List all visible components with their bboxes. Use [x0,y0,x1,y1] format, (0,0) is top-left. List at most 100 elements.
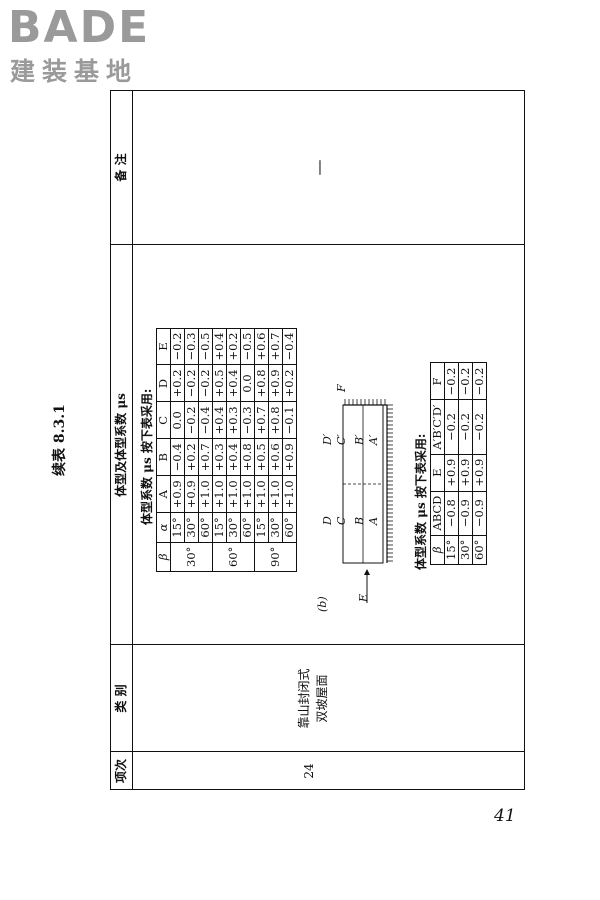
label-b: B [353,516,366,525]
table1-cell: −0.2 [184,364,199,402]
table1-cell: +0.4 [226,364,241,402]
label-a-prime: A′ [367,434,380,445]
header-remarks: 备 注 [114,153,128,182]
table2-cell: 15° [444,535,459,565]
table1-col-alpha: α [156,512,171,543]
table1-cell: −0.1 [282,401,297,439]
table1-cell: +0.3 [226,401,241,439]
table1-cell: 0.0 [240,364,255,402]
table2-header-row: β ABCD E A′B′C′D′ F [430,363,445,565]
table1-cell: +0.2 [226,328,241,365]
table1-col-c: C [156,401,171,439]
table1-col-beta: β [156,542,171,572]
table2-cell: −0.9 [472,491,487,536]
roof-plan-diagram [342,399,393,603]
table1-cell: +0.8 [240,438,255,476]
table1-cell: +0.9 [268,364,283,402]
table2-col-f: F [430,363,445,400]
row-remarks: — [309,159,328,176]
table1-cell: +0.3 [212,438,227,476]
table2-col-abcd: ABCD [430,491,445,536]
header-divider [132,90,133,790]
table2-col-beta: β [430,535,445,565]
table1-cell: +0.6 [268,438,283,476]
table1-cell: +0.7 [198,438,213,476]
table1-cell: −0.4 [170,438,185,476]
label-a: A [367,517,380,525]
table1-cell: −0.2 [198,364,213,402]
table1-cell: −0.2 [170,328,185,365]
rotated-table-page: 续表 8.3.1 项次 类 别 体型及体型系数 μs 备 注 24 靠山封闭式 … [52,90,525,790]
table2-row: 60°−0.9+0.9−0.2−0.2 [472,363,487,565]
table-caption: 续表 8.3.1 [52,404,68,476]
table1-row: 30°+0.9+0.2−0.2−0.2−0.3 [184,328,199,571]
table2-row: 30°−0.9+0.9−0.2−0.2 [458,363,473,565]
label-f: F [335,384,348,392]
label-e: E [357,593,370,602]
label-b-prime: B′ [353,434,366,445]
table1-cell: −0.3 [240,401,255,439]
table2-cell: −0.2 [472,399,487,455]
table1-header-row: β α A B C D E [156,328,171,572]
table1-cell: +0.4 [212,401,227,439]
table1-cell: 60° [240,512,255,543]
logo-subtitle: 建装基地 [10,57,139,86]
table1-col-b: B [156,438,171,476]
table2-row: 15°−0.8+0.9−0.2−0.2 [444,363,459,565]
table1-cell: +0.4 [226,438,241,476]
table1-beta-cell: 30° [170,542,213,572]
table2-cell: −0.9 [458,491,473,536]
table1-row: 30°+1.0+0.6+0.8+0.9+0.7 [268,328,283,571]
table1-row: 90°15°+1.0+0.5+0.7+0.8+0.6 [254,328,297,572]
table1-row: 60°+1.0+0.7−0.4−0.2−0.5 [198,328,213,571]
logo: BADE 建装基地 [8,6,178,90]
table1-cell: +0.4 [212,328,227,365]
table1-row: 30°+1.0+0.4+0.3+0.4+0.2 [226,328,241,571]
label-d: D [321,516,334,525]
wind-arrow-head [364,569,370,575]
table2-cell: 60° [472,535,487,565]
table1-cell: 15° [212,512,227,543]
table2-cell: 30° [458,535,473,565]
table1-cell: 0.0 [170,401,185,439]
hill-hatching [344,399,386,405]
table1-cell: +1.0 [254,475,269,513]
label-d-prime: D′ [321,433,334,445]
table2-col-e: E [430,454,445,492]
table1-cell: 15° [254,512,269,543]
logo-wordmark: BADE [8,2,151,53]
table1-cell: +0.5 [212,364,227,402]
table1-cell: 30° [226,512,241,543]
table1-title: 体型系数 μs 按下表采用: [140,388,154,525]
row-category: 靠山封闭式 双坡屋面 [295,645,331,752]
label-c: C [335,516,348,525]
table1-cell: +1.0 [212,475,227,513]
table2-cell: +0.9 [444,454,459,492]
table1-cell: +0.6 [254,328,269,365]
table1-cell: +0.2 [170,364,185,402]
table1-cell: 30° [268,512,283,543]
table1-cell: 15° [170,512,185,543]
table1-cell: +1.0 [268,475,283,513]
table1-cell: +1.0 [282,475,297,513]
header-category: 类 别 [114,684,128,713]
table1-cell: +0.5 [254,438,269,476]
table1-cell: +1.0 [240,475,255,513]
table1-cell: +0.2 [184,438,199,476]
table1-beta-cell: 60° [212,542,255,572]
table1-cell: +0.8 [254,364,269,402]
table2-cell: −0.8 [444,491,459,536]
table1-cell: 60° [282,512,297,543]
table2-cell: −0.2 [444,363,459,400]
table1-cell: −0.4 [282,328,297,365]
table1-cell: +0.8 [268,401,283,439]
header-item-no: 项次 [114,759,128,784]
table1-row: 60°15°+1.0+0.3+0.4+0.5+0.4 [212,328,255,572]
table1-cell: +1.0 [226,475,241,513]
category-line-1: 靠山封闭式 [297,668,311,729]
table1-cell: 60° [198,512,213,543]
table1-cell: 30° [184,512,199,543]
table1-col-a: A [156,475,171,513]
